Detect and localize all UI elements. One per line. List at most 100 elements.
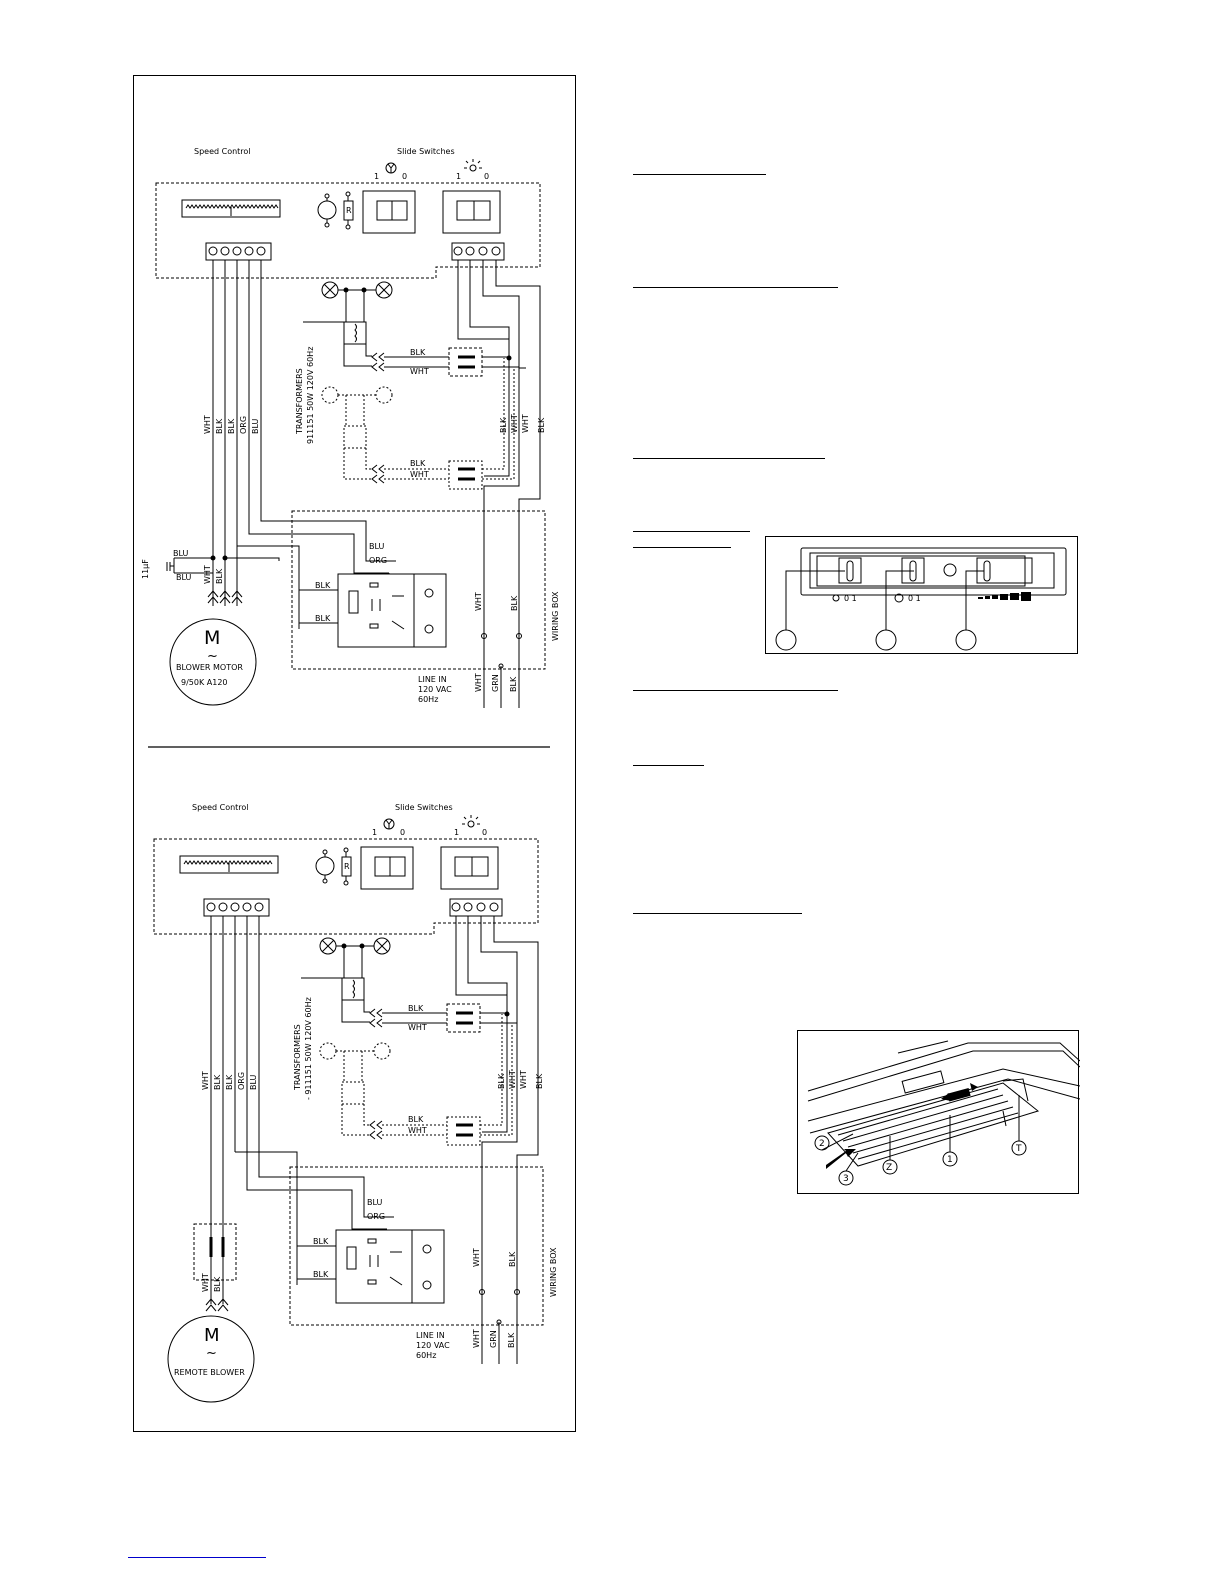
- section-heading-rule-8: [633, 913, 802, 914]
- wire-label-org: ORG: [239, 416, 248, 434]
- box-wire-blk: BLK: [510, 595, 519, 611]
- fan-switch-off-2: 0: [400, 828, 405, 837]
- top-diagram-labels: Speed Control Slide Switches 1 0 1 0 R T…: [141, 147, 560, 704]
- light-bulb-icon-2: [462, 815, 480, 828]
- conn-label-blk-2-b: BLK: [408, 1115, 424, 1124]
- motor-wire-wht: WHT: [203, 565, 212, 584]
- light-bulb-icon: [464, 159, 482, 172]
- wire-label-blk-1: BLK: [215, 418, 224, 434]
- fan-icon-2: [383, 818, 395, 830]
- light-switch-states: 0 1: [844, 594, 857, 603]
- transformer-label-top: TRANSFORMERS 911151 50W 120V 60Hz: [295, 347, 315, 444]
- wire-label-r-blk: BLK: [499, 417, 508, 433]
- box-wire-wht: WHT: [474, 592, 483, 611]
- remote-wire-wht: WHT: [201, 1273, 210, 1292]
- wire-label-blu-2: BLU: [249, 1074, 258, 1090]
- motor-name: BLOWER MOTOR: [176, 663, 243, 672]
- filter-removal-svg: 2 3 Z 1 T: [807, 1040, 1081, 1186]
- wire-label-blk-1-2: BLK: [213, 1074, 222, 1090]
- conn-label-wht-b: WHT: [408, 1023, 427, 1032]
- top-diagram: [155, 182, 546, 708]
- motor-symbol: M: [204, 627, 220, 649]
- wire-label-r-blk-b: BLK: [497, 1073, 506, 1089]
- section-heading-rule-7: [633, 765, 704, 766]
- slide-direction-arrow: [826, 1083, 978, 1169]
- fan-switch-states: 0 1: [908, 594, 921, 603]
- control-panel-figure: 0 1 0 1: [765, 536, 1078, 654]
- relay-label-blk-2: BLK: [315, 614, 331, 623]
- light-switch-on: 1: [456, 172, 461, 181]
- callout-z: Z: [886, 1163, 892, 1173]
- fan-switch-on-2: 1: [372, 828, 377, 837]
- svg-text:911151 50W 120V 60Hz: 911151 50W 120V 60Hz: [306, 347, 315, 444]
- speed-level-bars: [978, 592, 1031, 601]
- line-wire-blk: BLK: [509, 676, 518, 692]
- conn-label-wht: WHT: [410, 367, 429, 376]
- resistor-label: R: [346, 206, 352, 215]
- callout-3: 3: [843, 1174, 849, 1184]
- remote-motor-tilde: ~: [206, 1346, 217, 1361]
- svg-text:TRANSFORMERS: TRANSFORMERS: [295, 368, 304, 435]
- relay-label-blk-1-b: BLK: [313, 1237, 329, 1246]
- conn-label-wht-2: WHT: [410, 470, 429, 479]
- wire-label-r-wht-2: WHT: [521, 414, 530, 433]
- slide-switches-label-2: Slide Switches: [395, 803, 453, 812]
- line-in-2: 120 VAC: [418, 685, 452, 694]
- relay-label-org: ORG: [369, 556, 387, 565]
- remote-motor-symbol: M: [204, 1325, 220, 1346]
- fan-icon: [385, 162, 397, 174]
- section-heading-rule-3: [633, 458, 825, 459]
- wire-label-r-wht-1: WHT: [510, 414, 519, 433]
- relay-label-org-b: ORG: [367, 1212, 385, 1221]
- relay-label-blk-1: BLK: [315, 581, 331, 590]
- wire-label-wht: WHT: [203, 415, 212, 434]
- box-wire-wht-2: WHT: [472, 1248, 481, 1267]
- wire-label-org-2: ORG: [237, 1072, 246, 1090]
- wiring-box-label: WIRING BOX: [551, 591, 560, 641]
- motor-model: 9/50K A120: [181, 678, 228, 687]
- light-switch-off: 0: [484, 172, 489, 181]
- fan-switch-on: 1: [374, 172, 379, 181]
- control-panel-svg: 0 1 0 1: [775, 547, 1067, 651]
- line-in-1-b: LINE IN: [416, 1331, 445, 1340]
- remote-motor-name: REMOTE BLOWER: [174, 1368, 245, 1377]
- wire-label-wht-2: WHT: [201, 1071, 210, 1090]
- motor-wire-blu-2: BLU: [176, 573, 192, 582]
- conn-label-blk-2: BLK: [410, 459, 426, 468]
- speed-control-label-2: Speed Control: [192, 803, 249, 812]
- line-wire-wht: WHT: [474, 673, 483, 692]
- wiring-diagram-panel: Speed Control Slide Switches 1 0 1 0 R T…: [133, 75, 576, 1472]
- wire-label-blk-2: BLK: [227, 418, 236, 434]
- relay-label-blu-b: BLU: [367, 1198, 383, 1207]
- wiring-box-label-2: WIRING BOX: [549, 1247, 558, 1297]
- motor-wire-blk: BLK: [215, 568, 224, 584]
- conn-label-blk: BLK: [410, 348, 426, 357]
- line-wire-grn: GRN: [491, 674, 500, 692]
- conn-label-wht-2-b: WHT: [408, 1126, 427, 1135]
- wire-label-r-blk-2: BLK: [537, 417, 546, 433]
- wire-label-r-wht-1-b: WHT: [508, 1070, 517, 1089]
- relay-label-blu: BLU: [369, 542, 385, 551]
- line-in-2-b: 120 VAC: [416, 1341, 450, 1350]
- svg-text:TRANSFORMERS: TRANSFORMERS: [293, 1024, 302, 1091]
- box-wire-blk-2: BLK: [508, 1251, 517, 1267]
- wiring-diagrams-svg: Speed Control Slide Switches 1 0 1 0 R T…: [141, 147, 560, 1472]
- wire-label-r-wht-2-b: WHT: [519, 1070, 528, 1089]
- callout-1: 1: [947, 1155, 953, 1165]
- line-in-1: LINE IN: [418, 675, 447, 684]
- fan-switch-off: 0: [402, 172, 407, 181]
- wire-label-r-blk-2-b: BLK: [535, 1073, 544, 1089]
- section-heading-rule-6: [633, 690, 838, 691]
- bottom-diagram-labels: Speed Control Slide Switches 1 0 1 0 R T…: [174, 803, 558, 1377]
- slide-switches-label: Slide Switches: [397, 147, 455, 156]
- section-heading-rule-1: [633, 174, 766, 175]
- speed-control-label: Speed Control: [194, 147, 251, 156]
- resistor-label-2: R: [344, 862, 350, 871]
- motor-tilde: ~: [207, 649, 218, 664]
- remote-wire-blk: BLK: [213, 1276, 222, 1292]
- footer-link-underline[interactable]: [128, 1557, 266, 1558]
- transformer-label-bottom: TRANSFORMERS - 911151 50W 120V 60Hz: [293, 997, 313, 1100]
- line-wire-blk-b: BLK: [507, 1332, 516, 1348]
- line-wire-grn-b: GRN: [489, 1330, 498, 1348]
- line-wire-wht-b: WHT: [472, 1329, 481, 1348]
